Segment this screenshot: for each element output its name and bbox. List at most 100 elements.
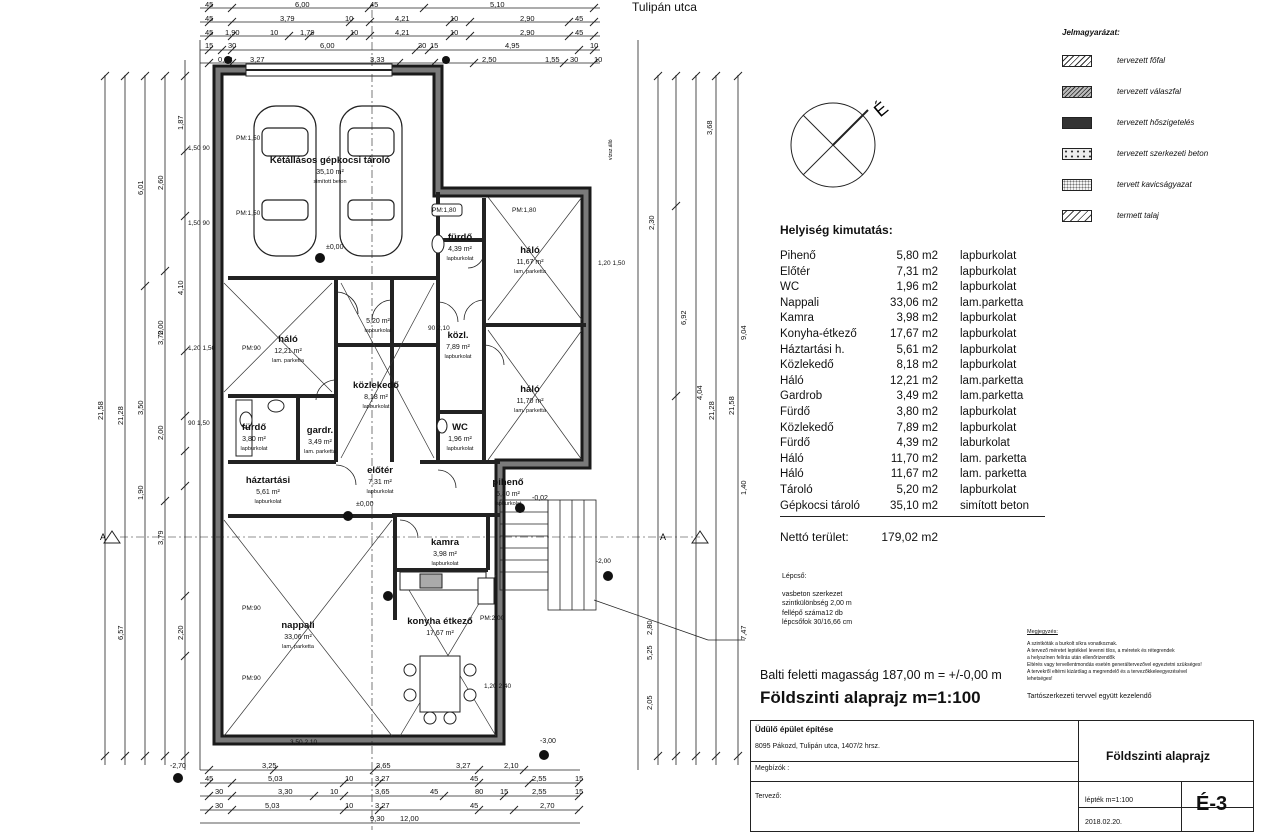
opening-label: 3,50 2,10 — [290, 739, 317, 746]
room-name: WC — [780, 281, 800, 294]
dimension-label: 3,68 — [705, 120, 714, 135]
dimension-ticks — [100, 3, 743, 815]
room-area: 3,80 m² — [242, 436, 266, 443]
room-area: 5,20 m2 — [896, 483, 938, 496]
bathroom-fixtures — [235, 203, 463, 457]
legend-swatch — [1062, 178, 1092, 191]
room-name: Pihenő — [780, 250, 816, 262]
sub-note: vízsz.álló — [608, 139, 614, 160]
dimension-label: 10 — [450, 28, 458, 37]
client-label: Megbízók : — [755, 765, 790, 772]
note-line: A tervekről eltérni kizárólag a megrende… — [1027, 669, 1188, 675]
dimension-label: 10 — [350, 28, 358, 37]
dimension-label: 2,90 — [520, 28, 535, 37]
dimension-label: -0,02 — [532, 495, 548, 502]
room-floor: lam. parketta — [960, 468, 1027, 481]
car-left — [253, 105, 317, 257]
dimension-label: ±0,00 — [356, 501, 374, 508]
dimension-label: 10 — [345, 801, 353, 810]
room-name: Háló — [780, 374, 804, 387]
dimension-label: 3,25 — [262, 761, 277, 770]
room-name: Kétállásos gépkocsi tároló — [270, 155, 391, 166]
dimension-label: 2,30 — [647, 215, 656, 230]
room-area: 17,67 m² — [426, 630, 454, 637]
room-name: közl. — [447, 330, 468, 341]
dimension-label: -2,70 — [170, 763, 186, 770]
room-floor: lam. parketta — [272, 358, 305, 364]
legend-label: tervezett hőszigetelés — [1117, 118, 1195, 127]
dimension-label: 45 — [575, 14, 583, 23]
room-area: 11,70 m2 — [890, 452, 938, 465]
room-name: Fürdő — [780, 405, 811, 418]
note-line: Eltérés vagy tervellentmondás esetén gen… — [1027, 662, 1202, 668]
net-area-label: Nettó terület: — [780, 530, 849, 544]
top-dimension-lines — [200, 7, 600, 824]
dimension-label: 5,25 — [645, 645, 654, 660]
stairs-note: Lépcső: vasbeton szerkezet szintkülönbség … — [782, 572, 852, 628]
room-name: Kamra — [780, 312, 814, 325]
room-area: 35,10 m² — [316, 169, 344, 176]
height-note: Balti feletti magasság 187,00 m = +/-0,0… — [760, 668, 1002, 682]
dimension-label: 4,04 — [695, 385, 704, 400]
room-name: kamra — [431, 537, 460, 548]
dimension-label: 3,33 — [370, 55, 385, 64]
room-name: Fürdő — [780, 437, 811, 450]
dimension-label: 3,50 — [136, 400, 145, 415]
dimension-label: 3,65 — [375, 787, 390, 796]
dimension-label: 10 — [345, 14, 353, 23]
room-floor: lapburkolat — [960, 281, 1017, 294]
dimension-label: 45 — [205, 28, 213, 37]
interior-walls — [228, 192, 586, 620]
legend: Jelmagyarázat: tervezett főfal tervezett … — [1062, 28, 1272, 231]
legend-item: tervezett főfal — [1062, 45, 1272, 76]
room-floor: lam. parketta — [514, 269, 547, 275]
room-schedule-rule — [780, 516, 1045, 518]
room-floor: lapburkolat — [445, 354, 472, 360]
room-name: fürdő — [242, 422, 266, 433]
dimension-label: 6,01 — [136, 180, 145, 195]
dimension-label: 2,90 — [520, 14, 535, 23]
dimension-label: 21,28 — [116, 406, 125, 425]
room-name: fürdő — [448, 232, 472, 243]
legend-swatch — [1062, 54, 1092, 67]
legend-title: Jelmagyarázat: — [1062, 28, 1120, 37]
dimension-label: 10 — [450, 14, 458, 23]
dimension-label: 2,00 — [156, 425, 165, 440]
dimension-label: 2,60 — [156, 175, 165, 190]
dimension-label: 45 — [205, 14, 213, 23]
stairs-line: Lépcső: — [782, 573, 807, 580]
dimension-label: 30 — [228, 41, 236, 50]
opening-label: PM:90 — [242, 675, 261, 682]
legend-swatch — [1062, 116, 1092, 129]
opening-label: 1,50 90 — [188, 145, 210, 152]
dimension-label: 1,90 — [225, 28, 240, 37]
room-area: 3,98 m2 — [896, 312, 938, 325]
note-line: lehetséges! — [1027, 676, 1053, 682]
stairs-line: szintkülönbség 2,00 m — [782, 600, 852, 607]
room-floor: lapburkolat — [960, 343, 1017, 356]
room-floor: lapburkolat — [960, 405, 1017, 418]
notes: Megjegyzés: A szintkóták a burkolt síkra… — [1027, 629, 1202, 700]
room-name: közlekedő — [353, 380, 399, 391]
room-area: 11,70 m² — [516, 398, 544, 405]
sheet-title: Földszinti alaprajz — [1106, 749, 1211, 763]
dimension-label: 2,70 — [540, 801, 555, 810]
room-floor: lam. parketta — [514, 408, 547, 414]
dimension-label: 3,27 — [456, 761, 471, 770]
dimension-label: 6,57 — [116, 625, 125, 640]
room-area: 3,49 m² — [308, 439, 332, 446]
note-line: A tervező méretet leptékkel levenni tilo… — [1027, 648, 1175, 654]
opening-label: PM:1,80 — [512, 207, 537, 214]
room-name: Konyha-étkező — [780, 327, 857, 340]
stairs-line: vasbeton szerkezet — [782, 590, 843, 598]
structural-note: Tartószerkezeti tervvel együtt kezelendő — [1027, 693, 1152, 700]
project-name: Üdülő épület építése — [755, 725, 834, 734]
